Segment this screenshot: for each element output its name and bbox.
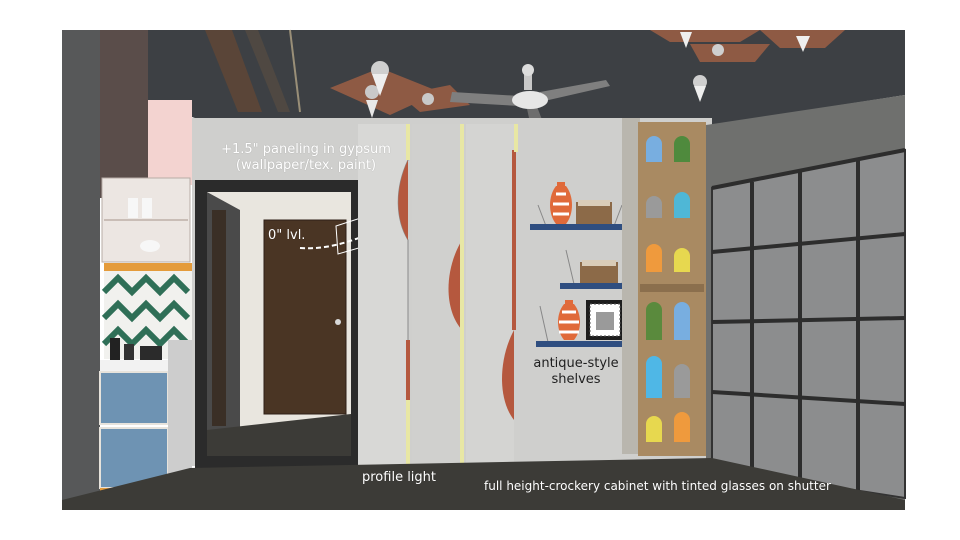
- wall-panel: [412, 124, 462, 466]
- shelves-label-line1: antique-style: [533, 356, 619, 371]
- wall-panel: [466, 124, 516, 466]
- basket-icon: [576, 200, 612, 224]
- shelves-label-line2: shelves: [551, 372, 601, 388]
- kitchen-drawer: [99, 371, 169, 425]
- sliding-partition: [711, 148, 906, 500]
- profile-light-strip: [460, 422, 464, 466]
- ceiling-light-icon: [693, 75, 707, 102]
- door: [263, 219, 347, 415]
- profile-light-strip: [514, 124, 518, 152]
- paneling-label-line1: +1.5" paneling in gypsum: [221, 142, 391, 157]
- profile-light-strip: [460, 124, 464, 466]
- zero-level-label: 0" lvl.: [268, 228, 306, 243]
- ceiling-beam: [205, 30, 262, 112]
- wall-cabinet: [100, 30, 148, 198]
- shelf: [530, 204, 634, 230]
- ceiling-light-icon: [690, 44, 770, 62]
- paneling-label: +1.5" paneling in gypsum (wallpaper/tex.…: [208, 142, 404, 175]
- pink-wall-panel: [148, 100, 192, 185]
- ceiling-light-icon: [400, 85, 470, 112]
- profile-light-label: profile light: [362, 470, 437, 485]
- profile-light-strip: [406, 124, 410, 160]
- profile-light-strip: [406, 400, 410, 466]
- tinted-glass: [646, 136, 690, 442]
- floor: [62, 458, 905, 510]
- paneling-label-line2: (wallpaper/tex. paint): [235, 158, 377, 174]
- left-wall: [62, 30, 100, 500]
- vase-icon: [550, 182, 572, 224]
- ceiling: [62, 30, 905, 125]
- crockery-cabinet: [622, 118, 706, 456]
- ceiling-light-icon: [760, 30, 845, 52]
- ceiling-light-icon: [650, 30, 760, 48]
- shelves-label: antique-style shelves: [522, 356, 630, 389]
- counter-top-strip: [104, 263, 192, 271]
- ceiling-beam: [245, 30, 290, 112]
- wall-panel: [358, 124, 410, 466]
- level-arrow: [299, 227, 385, 250]
- photo-frame-icon: [586, 300, 624, 340]
- crockery-cabinet-label: full height-crockery cabinet with tinted…: [484, 479, 831, 493]
- ceiling-light-icon: [371, 61, 389, 96]
- counter: [100, 360, 190, 372]
- partition-grid: [711, 148, 906, 490]
- basket-icon: [580, 260, 618, 283]
- vase-icon: [558, 300, 580, 340]
